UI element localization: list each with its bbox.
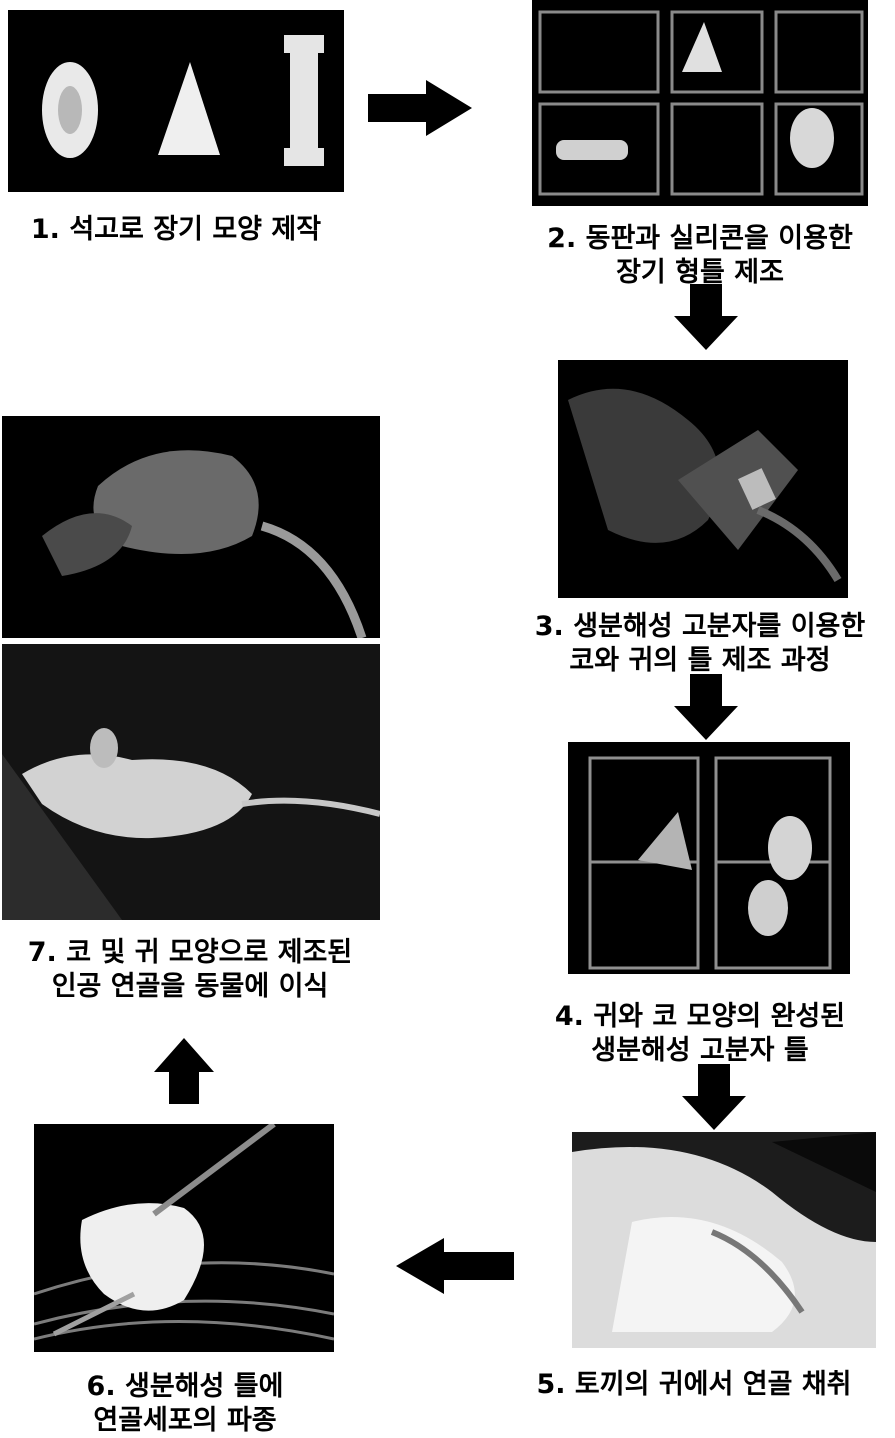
step-6-photo xyxy=(34,1124,334,1352)
step-7-photo-top xyxy=(2,416,380,638)
step-2-photo xyxy=(532,0,868,206)
arrow-down-icon xyxy=(682,1064,746,1130)
step-6-caption-line: 연골세포의 파종 xyxy=(20,1404,350,1438)
step-2-caption-line: 2. 동판과 실리콘을 이용한 xyxy=(498,222,895,256)
step-6-caption: 6. 생분해성 틀에 연골세포의 파종 xyxy=(20,1370,350,1438)
step-4-caption: 4. 귀와 코 모양의 완성된 생분해성 고분자 틀 xyxy=(498,1000,895,1068)
step-7-caption: 7. 코 및 귀 모양으로 제조된 인공 연골을 동물에 이식 xyxy=(0,936,380,1004)
arrow-left-icon xyxy=(396,1238,514,1294)
arrow-up-icon xyxy=(154,1038,214,1104)
step-3-caption-line: 3. 생분해성 고분자를 이용한 xyxy=(498,610,895,644)
step-4-photo xyxy=(568,742,850,974)
step-4-caption-line: 생분해성 고분자 틀 xyxy=(498,1034,895,1068)
arrow-right-icon xyxy=(368,80,472,136)
step-7-caption-line: 7. 코 및 귀 모양으로 제조된 xyxy=(0,936,380,970)
step-5-caption: 5. 토끼의 귀에서 연골 채취 xyxy=(494,1368,894,1402)
step-5-photo xyxy=(572,1132,876,1348)
step-3-caption-line: 코와 귀의 틀 제조 과정 xyxy=(498,644,895,678)
step-1-caption-line: 1. 석고로 장기 모양 제작 xyxy=(0,213,352,247)
step-2-caption: 2. 동판과 실리콘을 이용한 장기 형틀 제조 xyxy=(498,222,895,290)
step-1-photo xyxy=(8,10,344,192)
step-1-caption: 1. 석고로 장기 모양 제작 xyxy=(0,213,352,247)
step-7-caption-line: 인공 연골을 동물에 이식 xyxy=(0,970,380,1004)
step-6-caption-line: 6. 생분해성 틀에 xyxy=(20,1370,350,1404)
step-5-caption-line: 5. 토끼의 귀에서 연골 채취 xyxy=(494,1368,894,1402)
arrow-down-icon xyxy=(674,674,738,740)
step-3-photo xyxy=(558,360,848,598)
step-3-caption: 3. 생분해성 고분자를 이용한 코와 귀의 틀 제조 과정 xyxy=(498,610,895,678)
arrow-down-icon xyxy=(674,284,738,350)
step-4-caption-line: 4. 귀와 코 모양의 완성된 xyxy=(498,1000,895,1034)
step-7-photo-bottom xyxy=(2,644,380,920)
